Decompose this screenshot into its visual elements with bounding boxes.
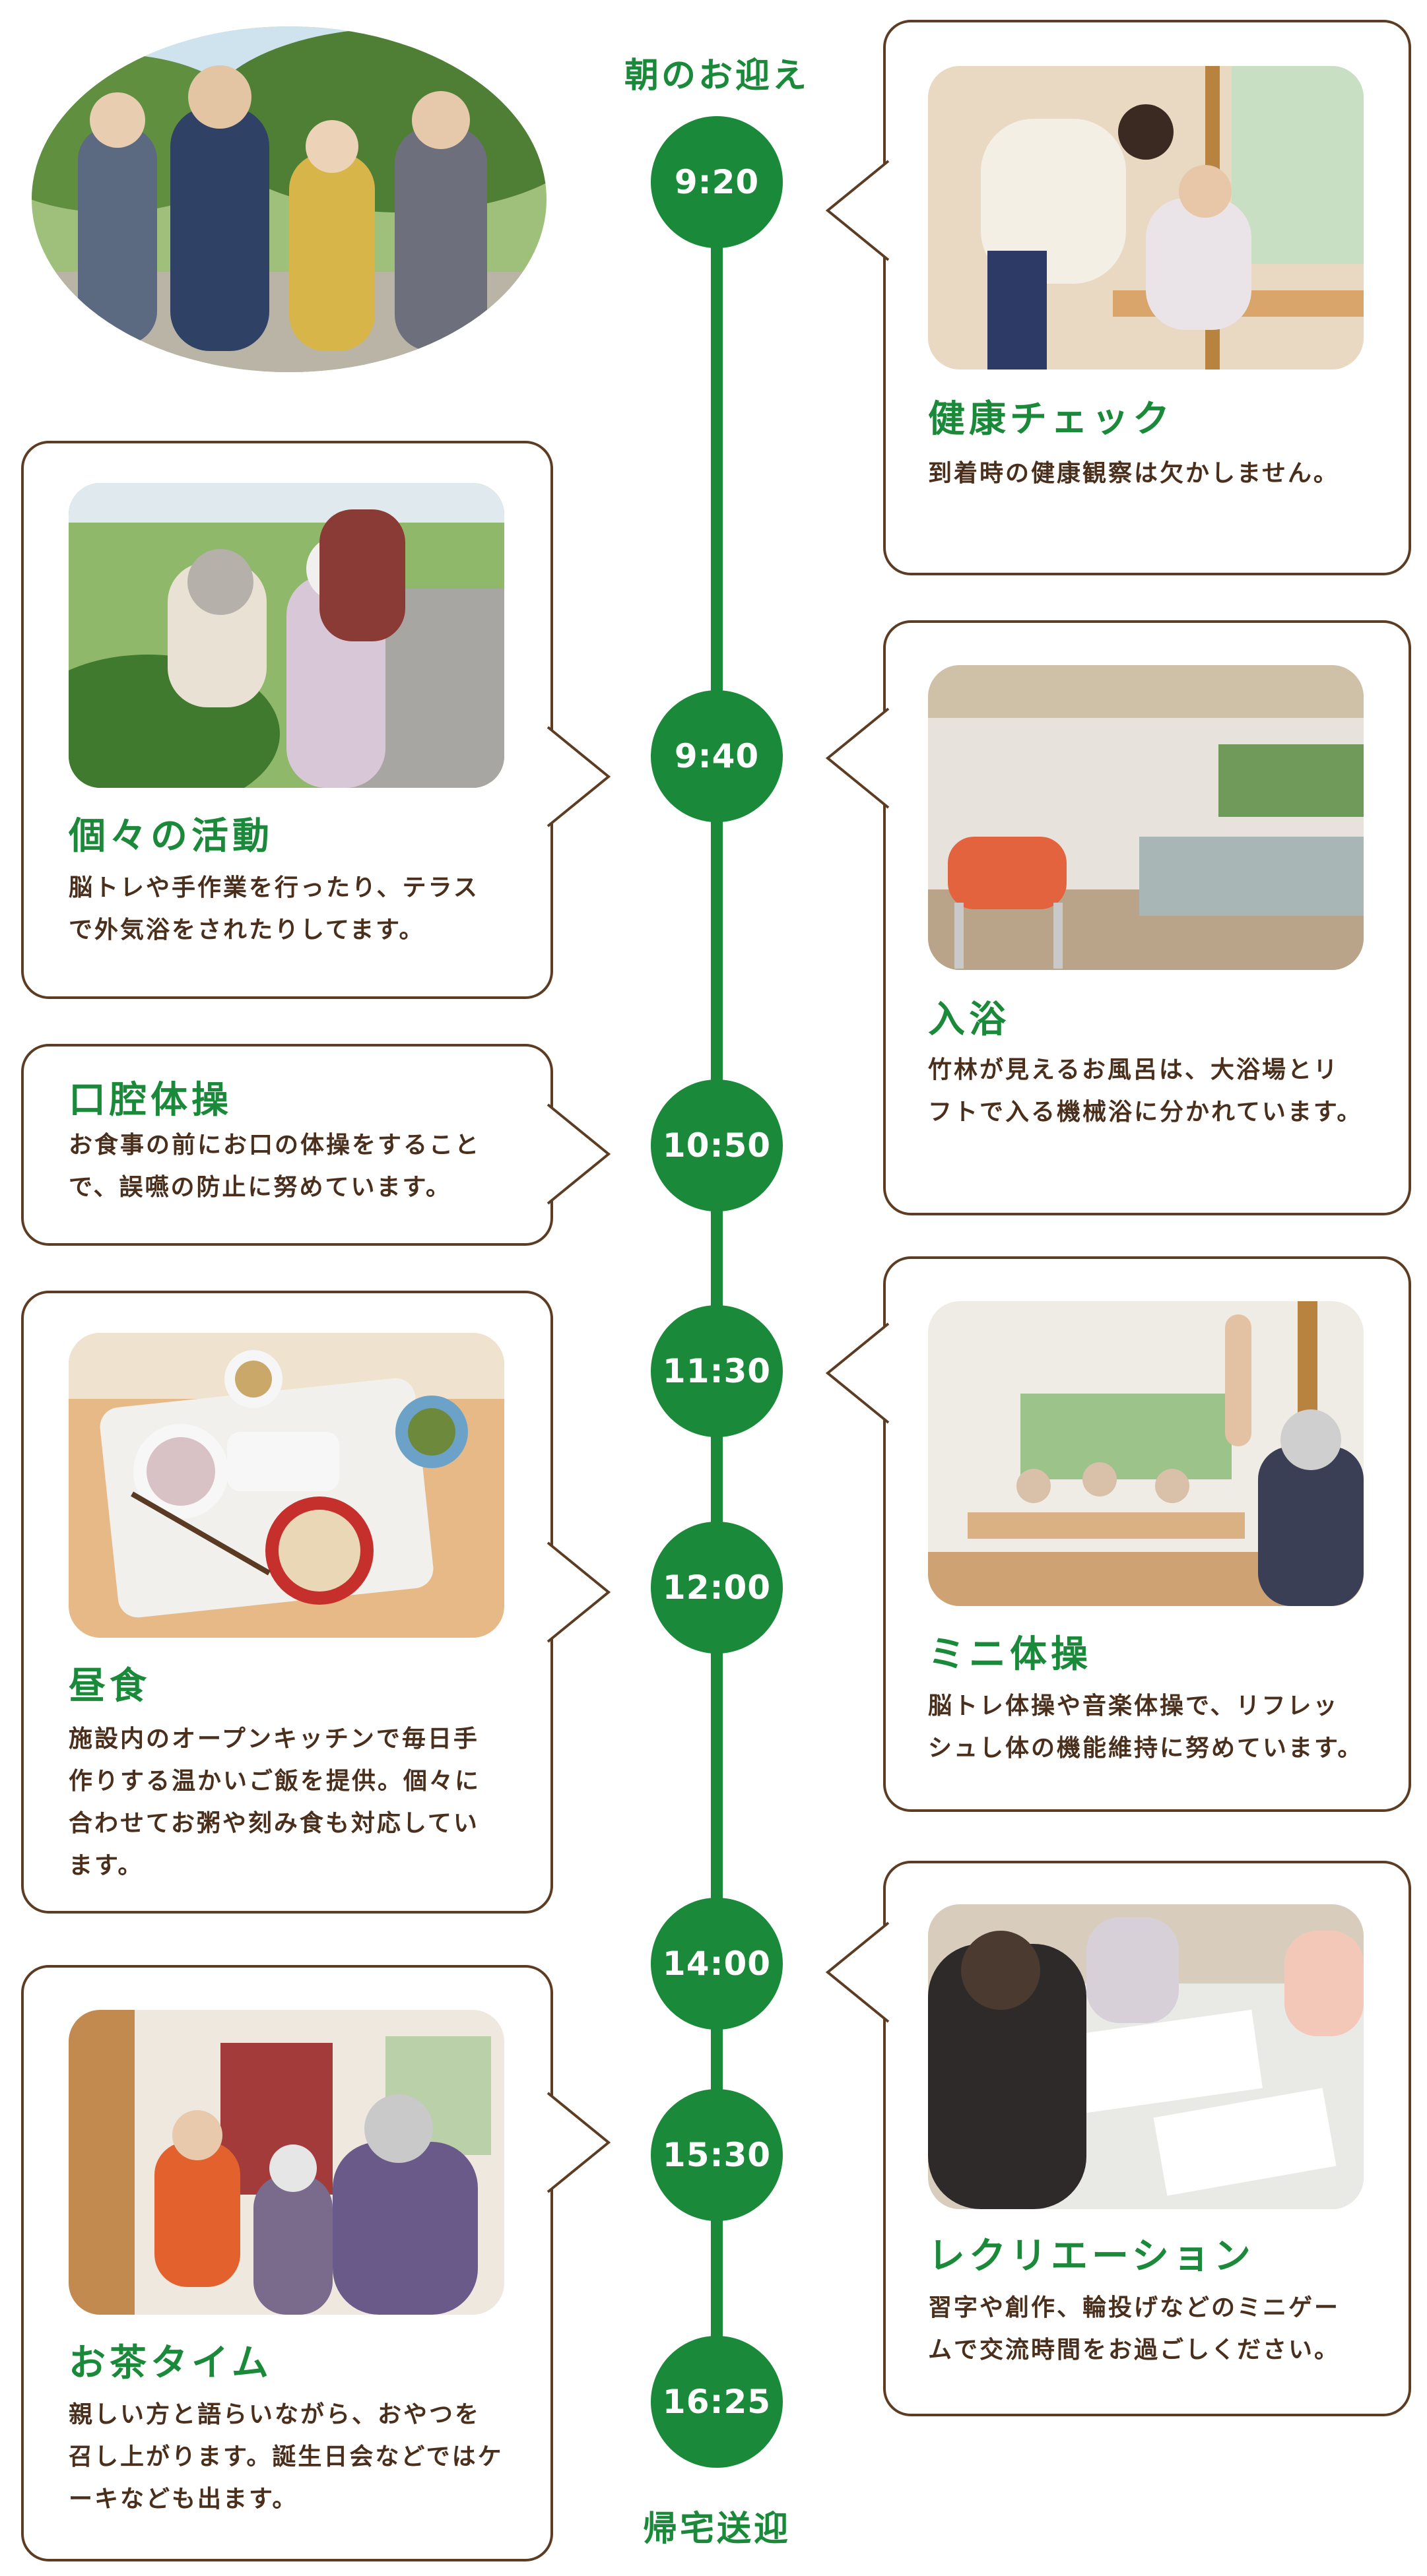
- start-caption: 朝のお迎え: [624, 56, 809, 96]
- photo-lunch: [69, 1333, 504, 1638]
- title-bath: 入浴: [928, 998, 1010, 1041]
- photo-bath: [928, 665, 1364, 970]
- time-dot-1530: 15:30: [651, 2089, 783, 2221]
- time-dot-1625: 16:25: [651, 2336, 783, 2468]
- photo-individual-activity: [69, 483, 504, 788]
- desc-mini-exercise: 脳トレ体操や音楽体操で、リフレッシュし体の機能維持に努めています。: [928, 1692, 1364, 1762]
- desc-recreation: 習字や創作、輪投げなどのミニゲームで交流時間をお過ごしください。: [928, 2294, 1341, 2364]
- desc-oral-exercise: お食事の前にお口の体操をすることで、誤嚥の防止に努めています。: [69, 1132, 481, 1201]
- desc-health-check: 到着時の健康観察は欠かしません。: [928, 460, 1339, 487]
- time-dot-1200: 12:00: [651, 1522, 783, 1654]
- time-dot-1130: 11:30: [651, 1305, 783, 1437]
- title-tea-time: お茶タイム: [69, 2342, 273, 2385]
- desc-bath: 竹林が見えるお風呂は、大浴場とリフトで入る機械浴に分かれています。: [928, 1056, 1363, 1126]
- end-caption: 帰宅送迎: [642, 2509, 791, 2549]
- desc-tea-time: 親しい方と語らいながら、おやつを召し上がります。誕生日会などではケーキなども出ま…: [69, 2401, 504, 2513]
- title-health-check: 健康チェック: [928, 398, 1174, 441]
- staff-team-photo: [32, 21, 547, 377]
- time-dot-1050: 10:50: [651, 1079, 783, 1211]
- title-oral-exercise: 口腔体操: [69, 1079, 232, 1122]
- desc-individual-activity: 脳トレや手作業を行ったり、テラスで外気浴をされたりしてます。: [69, 874, 479, 944]
- desc-lunch: 施設内のオープンキッチンで毎日手作りする温かいご飯を提供。個々に合わせてお粥や刻…: [69, 1725, 481, 1879]
- time-dot-0920: 9:20: [651, 116, 783, 248]
- photo-recreation: [928, 1904, 1364, 2209]
- photo-mini-exercise: [928, 1301, 1364, 1606]
- photo-health-check: [928, 66, 1364, 370]
- title-recreation: レクリエーション: [928, 2235, 1255, 2278]
- title-mini-exercise: ミニ体操: [928, 1633, 1092, 1676]
- time-dot-0940: 9:40: [651, 690, 783, 822]
- timeline-line: [711, 181, 723, 2405]
- card-oral-exercise: [21, 1044, 611, 1246]
- title-lunch: 昼食: [69, 1665, 150, 1708]
- title-individual-activity: 個々の活動: [69, 815, 273, 858]
- photo-tea-time: [69, 2010, 504, 2315]
- time-dot-1400: 14:00: [651, 1898, 783, 2030]
